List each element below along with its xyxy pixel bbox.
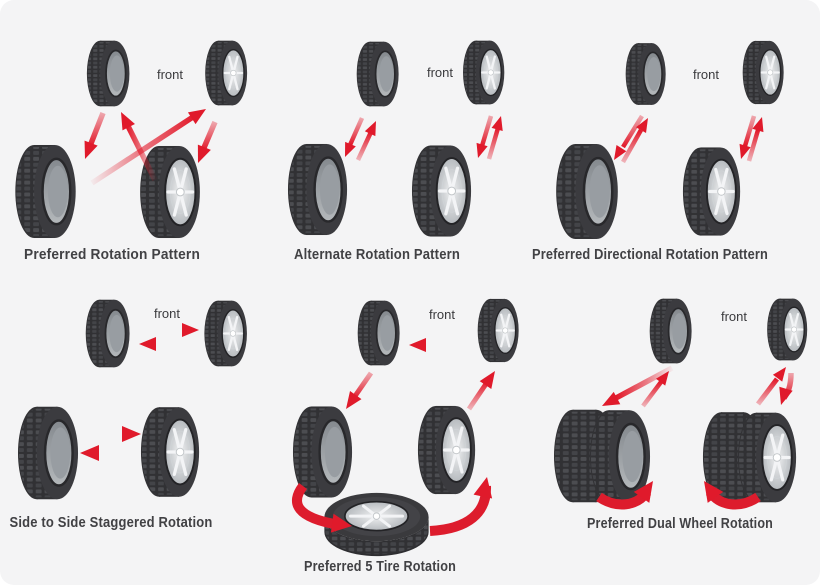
panel-caption: Preferred Directional Rotation Pattern — [532, 246, 768, 263]
front-right-tire — [766, 298, 809, 361]
rotation-arrows — [78, 103, 218, 186]
front-left-tire — [356, 41, 400, 107]
front-label: front — [154, 306, 180, 321]
rear-right-tire — [138, 145, 202, 239]
front-label: front — [157, 67, 183, 82]
front-label: front — [429, 307, 455, 322]
panel-side-to-side-staggered-rotation: front Side to Side Staggered Rotation — [10, 299, 249, 531]
panel-alternate-rotation-pattern: front Alternate Rotation Pattern — [287, 40, 507, 263]
rear-left-tire — [14, 144, 77, 239]
panel-preferred-directional-rotation-pattern: front Preferred Directional Rotation Pat… — [532, 40, 785, 263]
front-label: front — [693, 67, 719, 82]
rear-right-tire — [417, 404, 477, 496]
panel-caption: Preferred Dual Wheel Rotation — [587, 515, 773, 532]
rear-left-tire — [292, 405, 354, 499]
front-right-tire — [462, 40, 506, 105]
panel-preferred-rotation-pattern: front Preferred Rotation Pattern — [14, 40, 249, 263]
front-left-tire — [625, 42, 667, 106]
rotation-arrows — [609, 114, 768, 164]
front-right-tire — [742, 40, 785, 105]
front-left-tire — [648, 298, 693, 364]
rear-left-tire — [287, 142, 349, 237]
front-right-tire — [477, 298, 520, 363]
front-left-tire — [86, 40, 131, 107]
rotation-arrows — [80, 323, 199, 461]
rear-left-tire — [555, 143, 620, 240]
rear-right-tire — [682, 145, 742, 238]
rotation-arrows — [291, 338, 501, 536]
panel-caption: Side to Side Staggered Rotation — [10, 514, 213, 531]
rotation-arrows — [596, 363, 794, 510]
rear-right-tire — [140, 406, 201, 498]
panel-preferred-dual-wheel-rotation: front Preferred Dual Wheel Rotation — [553, 298, 809, 532]
panel-caption: Preferred 5 Tire Rotation — [304, 558, 456, 575]
rear-left-dual-wheels — [553, 409, 652, 504]
front-label: front — [721, 309, 747, 324]
panel-caption: Alternate Rotation Pattern — [294, 246, 460, 263]
panel-caption: Preferred Rotation Pattern — [24, 246, 200, 263]
rotation-arrows — [339, 114, 507, 161]
rear-left-tire — [17, 405, 80, 501]
front-left-tire — [85, 299, 131, 368]
rear-right-tire — [411, 144, 473, 238]
front-right-tire — [204, 40, 249, 106]
front-right-tire — [203, 300, 249, 367]
front-left-tire — [357, 299, 401, 367]
front-label: front — [427, 65, 453, 80]
panel-preferred-5-tire-rotation: front Preferred 5 Tire Rotation — [291, 298, 520, 575]
